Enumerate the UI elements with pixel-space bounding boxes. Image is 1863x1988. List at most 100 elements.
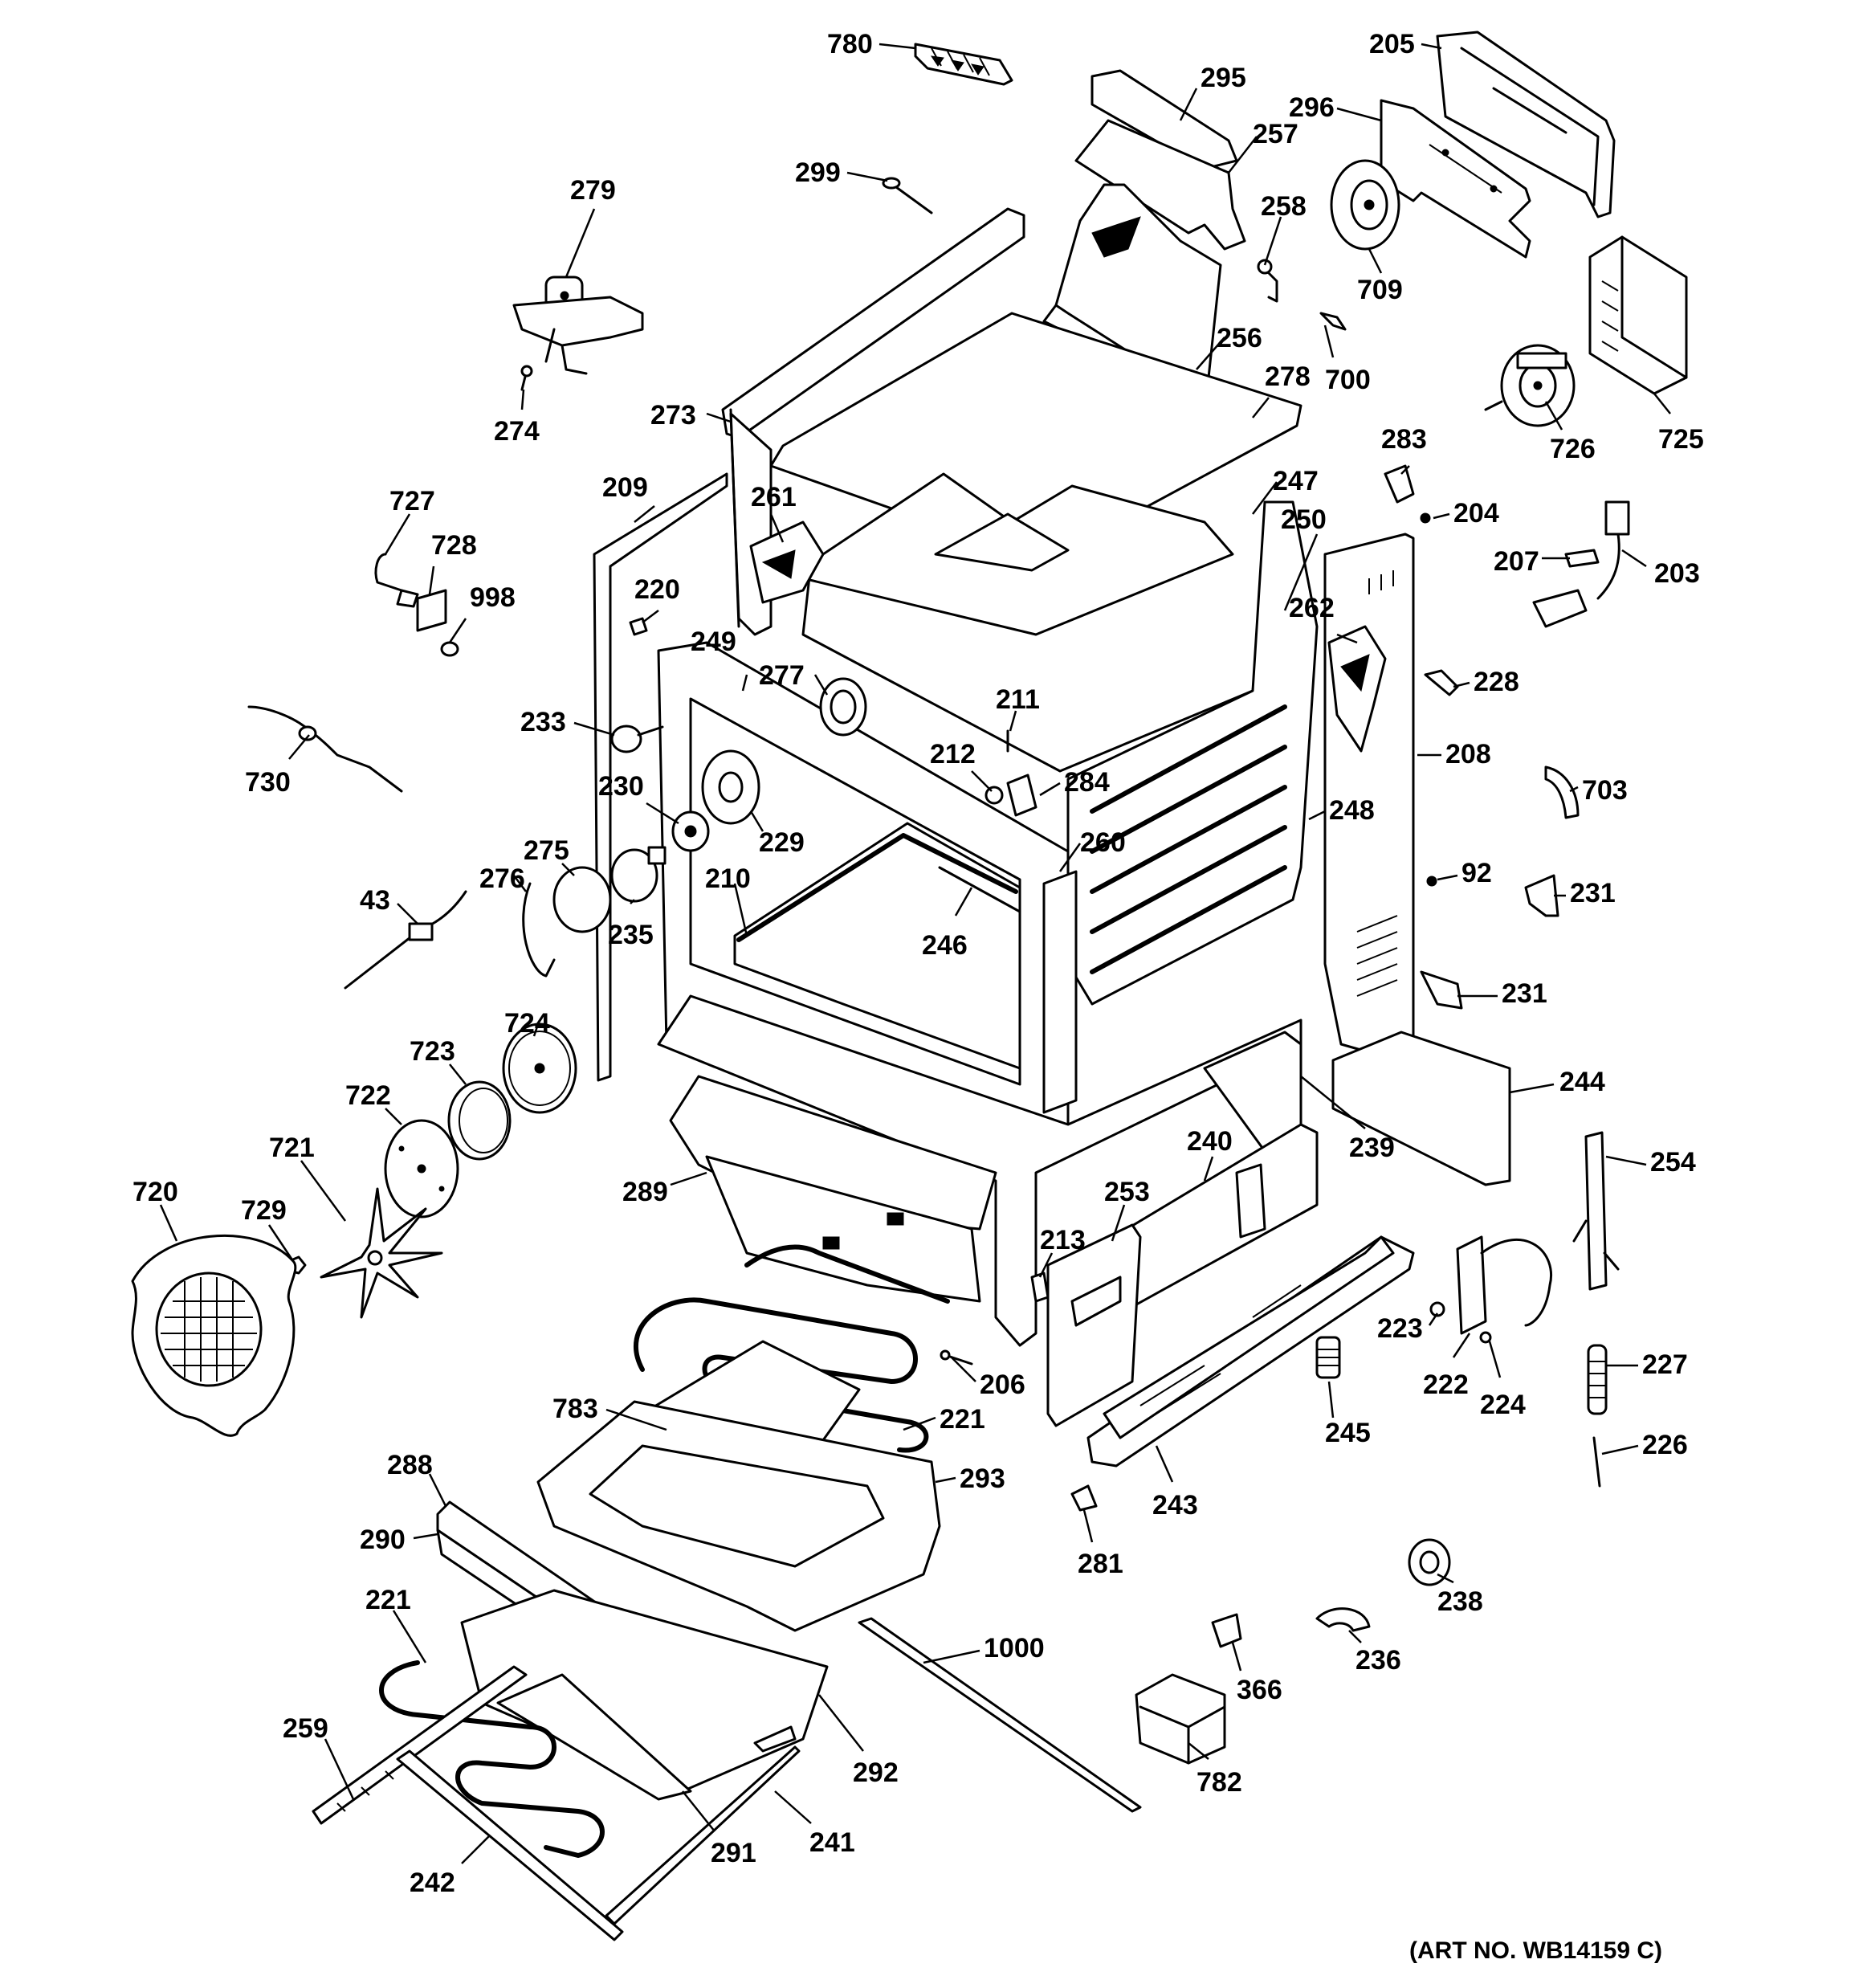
part-703-bracket xyxy=(1544,765,1580,819)
callout-43: 43 xyxy=(360,885,390,916)
callout-238: 238 xyxy=(1437,1586,1483,1617)
callout-249: 249 xyxy=(691,627,736,657)
part-274-screw xyxy=(520,365,533,391)
callout-277: 277 xyxy=(759,660,805,691)
callout-233: 233 xyxy=(520,707,566,737)
part-295-257-vent-duct xyxy=(1042,69,1246,395)
part-277-ring xyxy=(819,677,867,737)
callout-205: 205 xyxy=(1369,29,1415,59)
part-725-fan-box xyxy=(1588,235,1688,395)
callout-210: 210 xyxy=(705,863,751,894)
part-723-shroud xyxy=(447,1080,512,1161)
callout-998: 998 xyxy=(470,582,516,613)
callout-783: 783 xyxy=(552,1394,598,1424)
callout-726: 726 xyxy=(1550,434,1596,464)
callout-220: 220 xyxy=(634,574,680,605)
part-221-broil-element-lower xyxy=(379,1660,605,1858)
callout-204: 204 xyxy=(1453,498,1499,529)
parts-layer xyxy=(131,31,1688,1941)
part-228-clip xyxy=(1424,669,1459,696)
callout-254: 254 xyxy=(1650,1147,1696,1178)
callout-245: 245 xyxy=(1325,1418,1371,1448)
part-291-rack xyxy=(496,1673,692,1801)
callout-290: 290 xyxy=(360,1525,406,1555)
part-279-valve xyxy=(512,276,644,375)
callout-231-lower: 231 xyxy=(1502,978,1547,1009)
part-296-back-cover xyxy=(1380,99,1531,259)
part-254-hinge xyxy=(1572,1131,1620,1291)
callout-709: 709 xyxy=(1357,275,1403,305)
part-253-panel xyxy=(1046,1223,1142,1427)
callout-208: 208 xyxy=(1445,739,1491,769)
leader-lines xyxy=(159,43,1671,1864)
callout-231-upper: 231 xyxy=(1570,878,1616,908)
part-235-bulb xyxy=(610,846,667,903)
part-213-206-hardware xyxy=(940,1272,1050,1365)
callout-782: 782 xyxy=(1196,1767,1242,1798)
part-205-back-vent xyxy=(1436,31,1616,218)
callout-246: 246 xyxy=(922,930,968,961)
callout-247: 247 xyxy=(1273,466,1319,496)
callout-250: 250 xyxy=(1281,504,1327,535)
callout-727: 727 xyxy=(389,486,435,516)
callout-780: 780 xyxy=(827,29,873,59)
part-229-plate xyxy=(701,749,760,825)
callout-725: 725 xyxy=(1658,424,1704,455)
part-275-lens xyxy=(552,866,612,933)
callout-236: 236 xyxy=(1355,1645,1401,1676)
callout-262: 262 xyxy=(1289,593,1335,623)
callout-1000: 1000 xyxy=(984,1633,1045,1663)
callout-366: 366 xyxy=(1237,1675,1282,1705)
callout-722: 722 xyxy=(345,1080,391,1111)
callout-226: 226 xyxy=(1642,1430,1688,1460)
part-293-broiler-drawer xyxy=(536,1400,941,1632)
callout-235: 235 xyxy=(608,920,654,950)
callout-275: 275 xyxy=(524,835,569,866)
part-259-rail xyxy=(312,1665,528,1825)
callout-221-upper: 221 xyxy=(940,1404,985,1435)
part-727-728-998-sensor xyxy=(374,553,459,657)
callout-281: 281 xyxy=(1078,1549,1123,1579)
callout-274: 274 xyxy=(494,416,540,447)
part-207-connector xyxy=(1532,549,1600,628)
part-262-bracket xyxy=(1327,625,1387,753)
part-236-clip xyxy=(1315,1607,1371,1632)
part-241-242-drawer-rails xyxy=(396,1725,801,1941)
part-722-baffle xyxy=(384,1119,459,1219)
callout-211: 211 xyxy=(996,684,1040,715)
part-203-cord xyxy=(1596,500,1630,600)
part-721-fan-blade xyxy=(320,1187,443,1319)
callout-720: 720 xyxy=(132,1177,178,1207)
part-720-fan-plate xyxy=(131,1234,297,1437)
callout-256: 256 xyxy=(1217,323,1262,353)
part-366-bracket xyxy=(1211,1613,1242,1648)
part-238-grommet xyxy=(1408,1538,1451,1586)
part-709-round-cover xyxy=(1330,159,1400,251)
part-281-clip xyxy=(1070,1484,1098,1512)
callout-278: 278 xyxy=(1265,361,1311,392)
callout-92: 92 xyxy=(1461,858,1492,888)
callout-728: 728 xyxy=(431,530,477,561)
part-782-box xyxy=(1135,1673,1226,1765)
part-724-fan-cover xyxy=(502,1023,577,1114)
callout-730: 730 xyxy=(245,767,291,798)
callout-261: 261 xyxy=(751,482,797,512)
callout-221-lower: 221 xyxy=(365,1585,411,1615)
callout-700: 700 xyxy=(1325,365,1371,395)
callout-291: 291 xyxy=(711,1838,756,1868)
part-780-vent-grille xyxy=(914,43,1013,86)
callout-723: 723 xyxy=(410,1036,455,1067)
callout-288: 288 xyxy=(387,1450,433,1480)
part-230-socket xyxy=(671,810,710,852)
part-43-sensor-probe xyxy=(344,890,467,990)
callout-227: 227 xyxy=(1642,1349,1688,1380)
callout-242: 242 xyxy=(410,1868,455,1898)
callout-230: 230 xyxy=(598,771,644,802)
callout-724: 724 xyxy=(504,1008,550,1039)
callout-296: 296 xyxy=(1289,92,1335,123)
callout-276: 276 xyxy=(479,863,525,894)
part-283-clip xyxy=(1384,464,1415,504)
callout-703: 703 xyxy=(1582,775,1628,806)
callout-203: 203 xyxy=(1654,558,1700,589)
part-289-bottom-pan xyxy=(669,1075,997,1303)
